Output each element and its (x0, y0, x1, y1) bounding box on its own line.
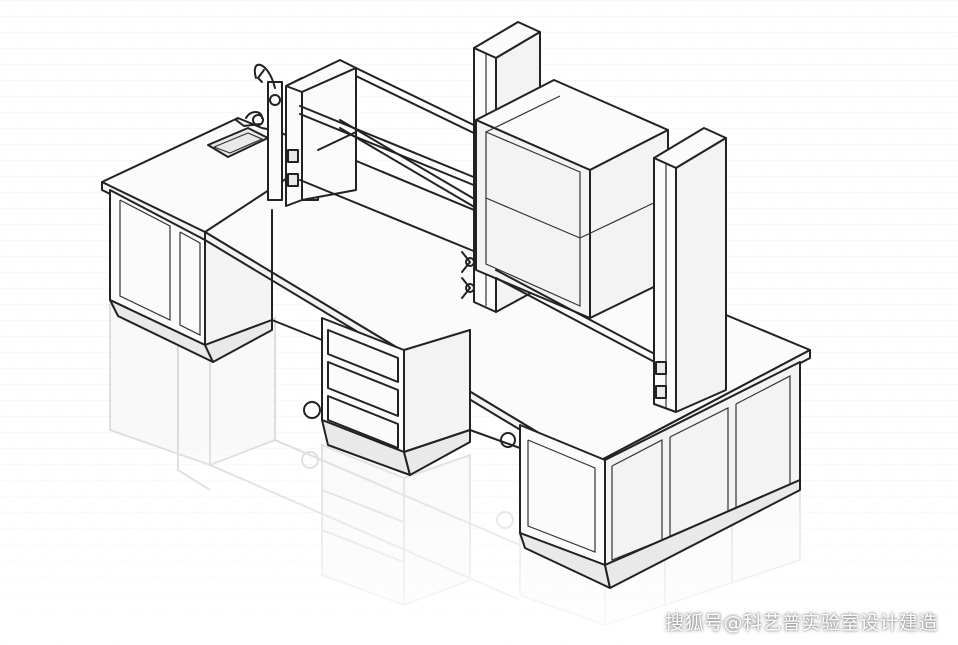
right-service-column (653, 127, 727, 413)
outlet-1 (655, 361, 667, 375)
lower-rail (495, 269, 667, 369)
reagent-shelf-frame (285, 59, 481, 253)
outlet-2 (655, 385, 667, 399)
faucet (235, 63, 283, 201)
drawer-2 (327, 361, 399, 417)
right-cabinet (519, 361, 801, 589)
watermark-text: 搜狐号@科艺普实验室设计建造 (664, 612, 938, 634)
upper-wall-cabinet (475, 79, 669, 319)
drawer-3 (327, 395, 399, 449)
knee-space-frame (271, 209, 521, 449)
drawer-1 (327, 329, 399, 383)
